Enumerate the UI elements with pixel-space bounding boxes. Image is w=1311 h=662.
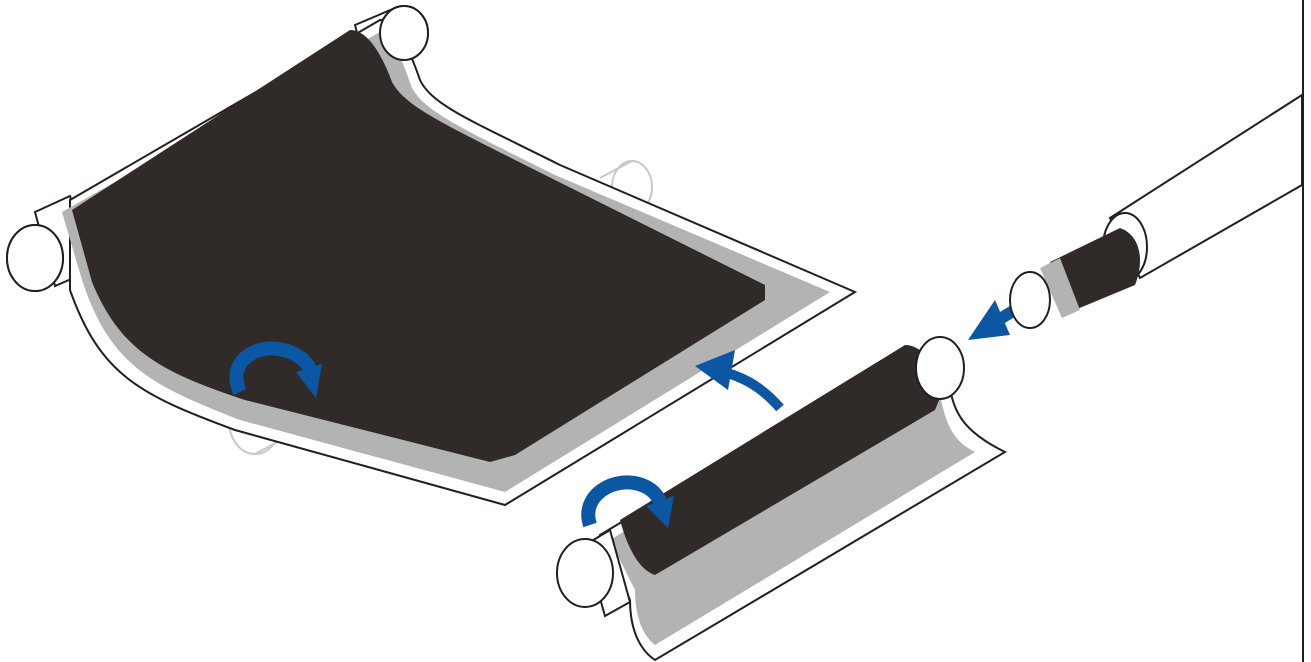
left-roller-cap — [7, 225, 63, 291]
tube-core — [1010, 272, 1050, 328]
small-roller-end — [916, 337, 964, 399]
tube-assembly — [1010, 95, 1302, 328]
top-roller-cap — [380, 6, 428, 60]
large-sheet-assembly — [7, 6, 855, 505]
